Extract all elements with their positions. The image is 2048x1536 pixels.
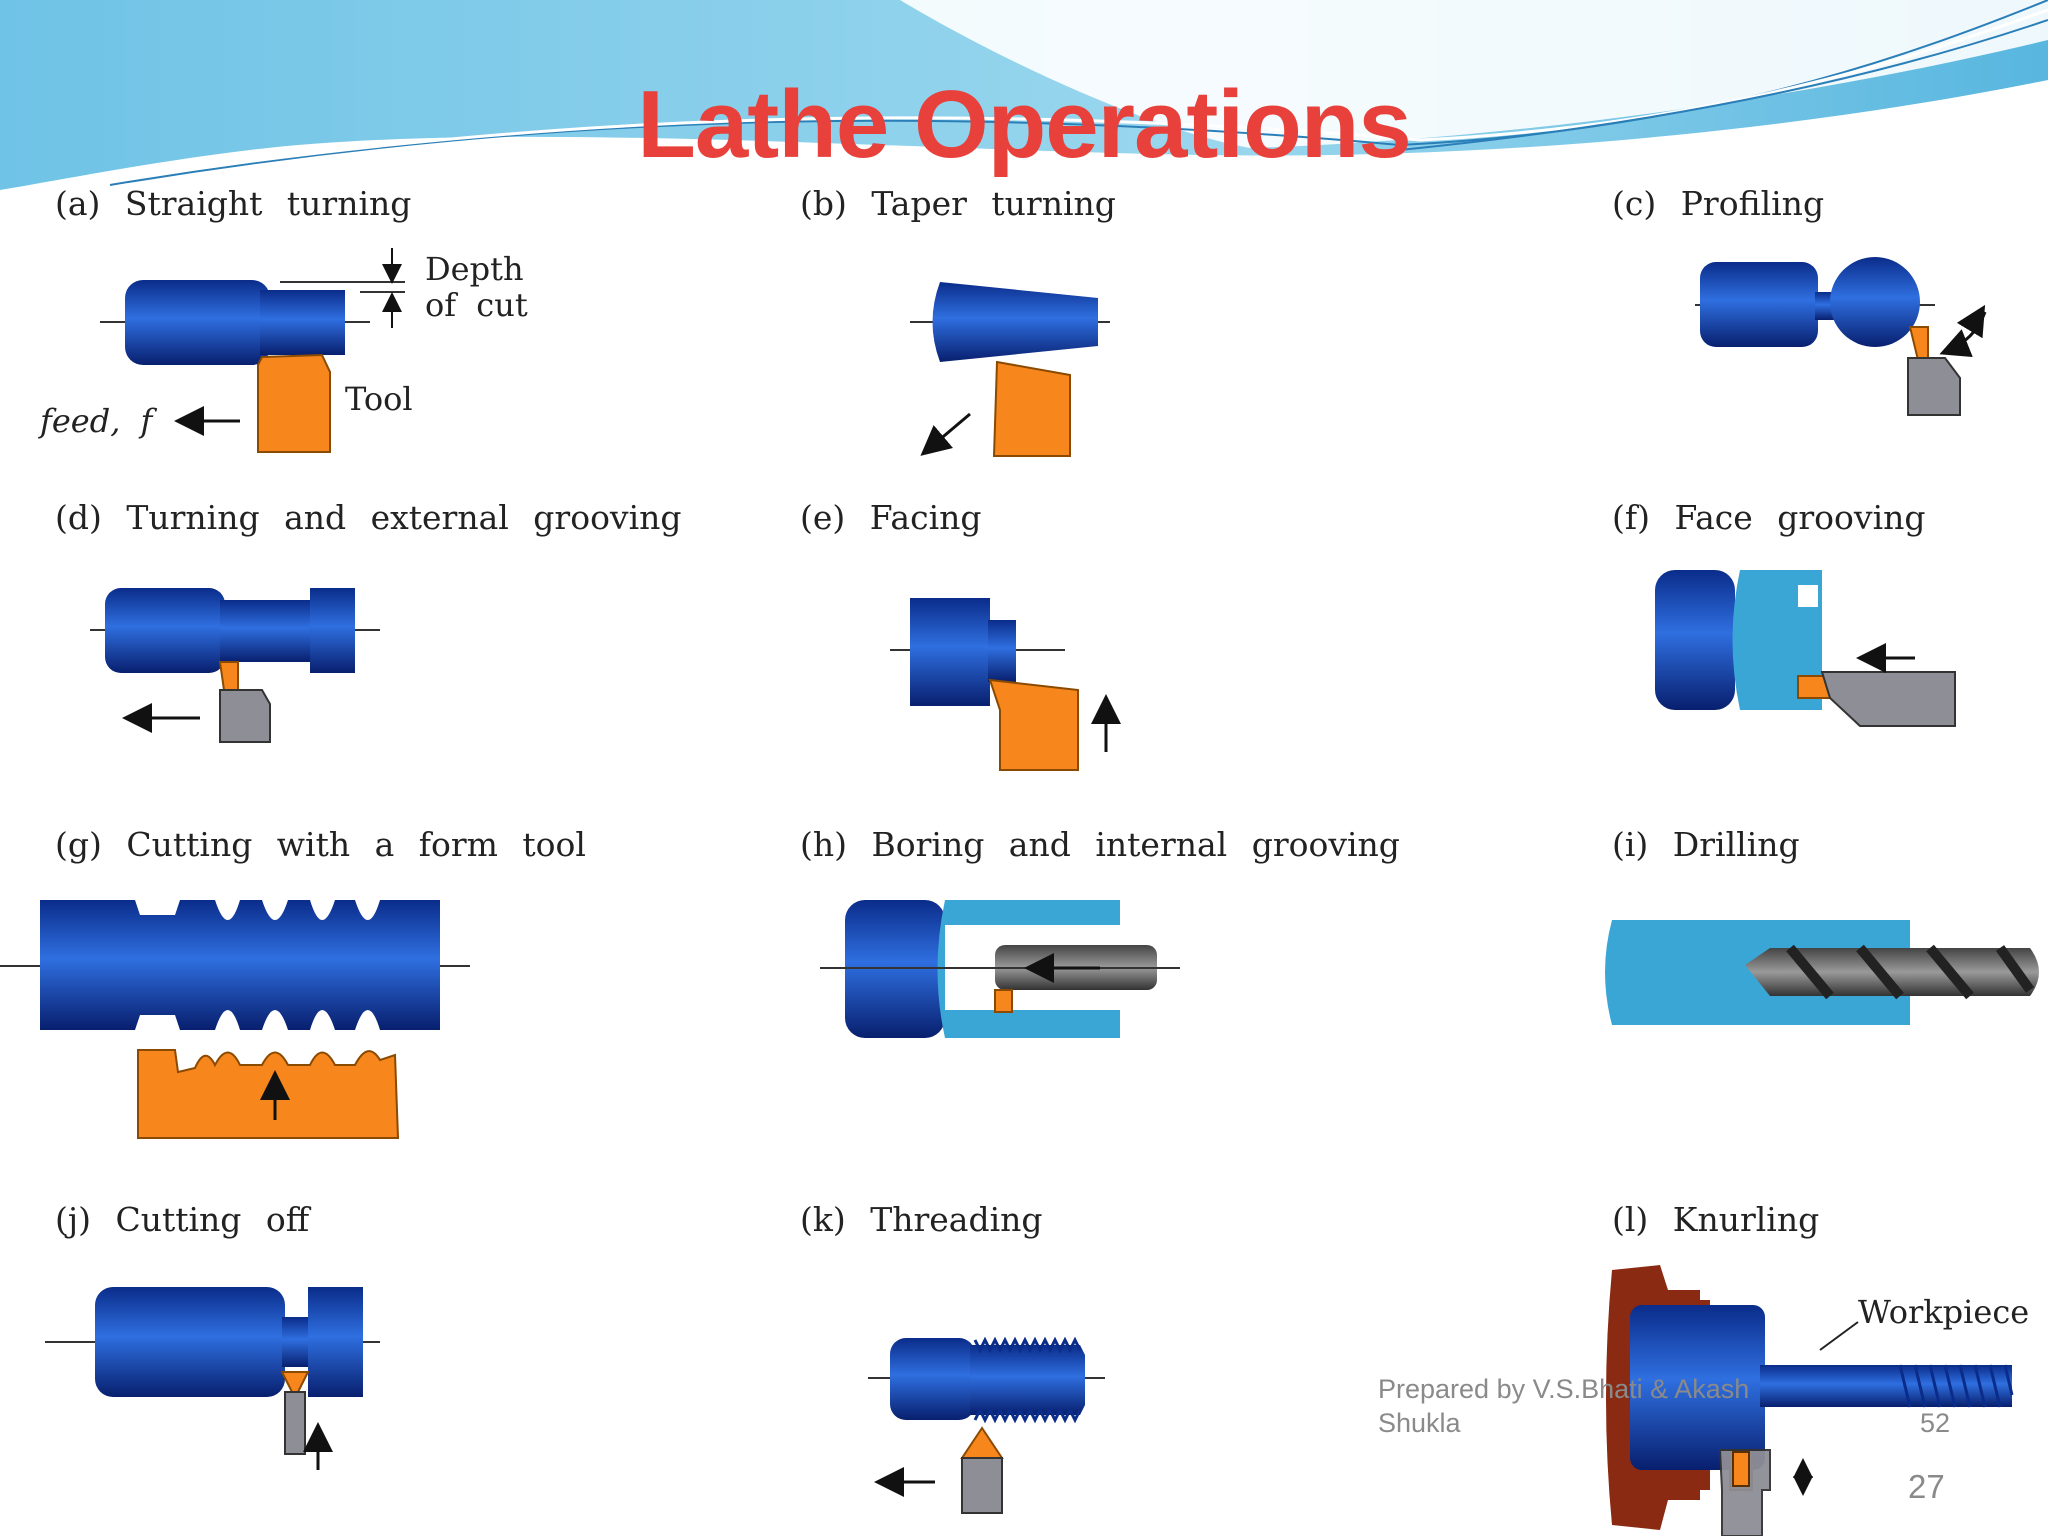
facing-diagram — [890, 598, 1121, 771]
threading-diagram — [868, 1336, 1105, 1514]
caption-face-grooving: (f) Face grooving — [1612, 498, 1926, 537]
caption-straight-turning: (a) Straight turning — [55, 184, 412, 223]
face-grooving-diagram — [1655, 570, 1956, 727]
page-title: Lathe Operations — [637, 71, 1411, 178]
prepared-by-line2: Shukla — [1378, 1408, 1461, 1438]
form-tool-diagram — [0, 900, 470, 1139]
caption-drilling: (i) Drilling — [1612, 825, 1800, 864]
tool-label: Tool — [345, 380, 413, 418]
caption-profiling: (c) Profiling — [1612, 184, 1825, 223]
workpiece-label: Workpiece — [1858, 1293, 2030, 1331]
page-number: 27 — [1908, 1468, 1945, 1505]
boring-diagram — [820, 900, 1180, 1038]
cutting-off-diagram — [45, 1287, 380, 1470]
taper-turning-diagram — [910, 282, 1110, 457]
caption-threading: (k) Threading — [800, 1200, 1043, 1239]
header-wave — [0, 0, 2048, 190]
knurling-diagram — [1606, 1265, 2014, 1536]
drilling-diagram — [1605, 920, 2039, 1025]
feed-label: feed, f — [40, 402, 153, 440]
prepared-by-line1: Prepared by V.S.Bhati & Akash — [1378, 1374, 1750, 1404]
external-grooving-diagram — [90, 588, 380, 743]
caption-cutting-off: (j) Cutting off — [55, 1200, 310, 1239]
caption-taper-turning: (b) Taper turning — [800, 184, 1116, 223]
caption-facing: (e) Facing — [800, 498, 982, 537]
depth-label-line2: of cut — [425, 286, 528, 324]
caption-knurling: (l) Knurling — [1612, 1200, 1820, 1239]
caption-form-tool: (g) Cutting with a form tool — [55, 825, 586, 864]
profiling-diagram — [1695, 257, 1987, 416]
caption-boring: (h) Boring and internal grooving — [800, 825, 1400, 864]
caption-external-grooving: (d) Turning and external grooving — [55, 498, 682, 537]
depth-label-line1: Depth — [425, 250, 524, 288]
page-small-number: 52 — [1920, 1408, 1951, 1438]
straight-turning-diagram — [100, 248, 405, 453]
